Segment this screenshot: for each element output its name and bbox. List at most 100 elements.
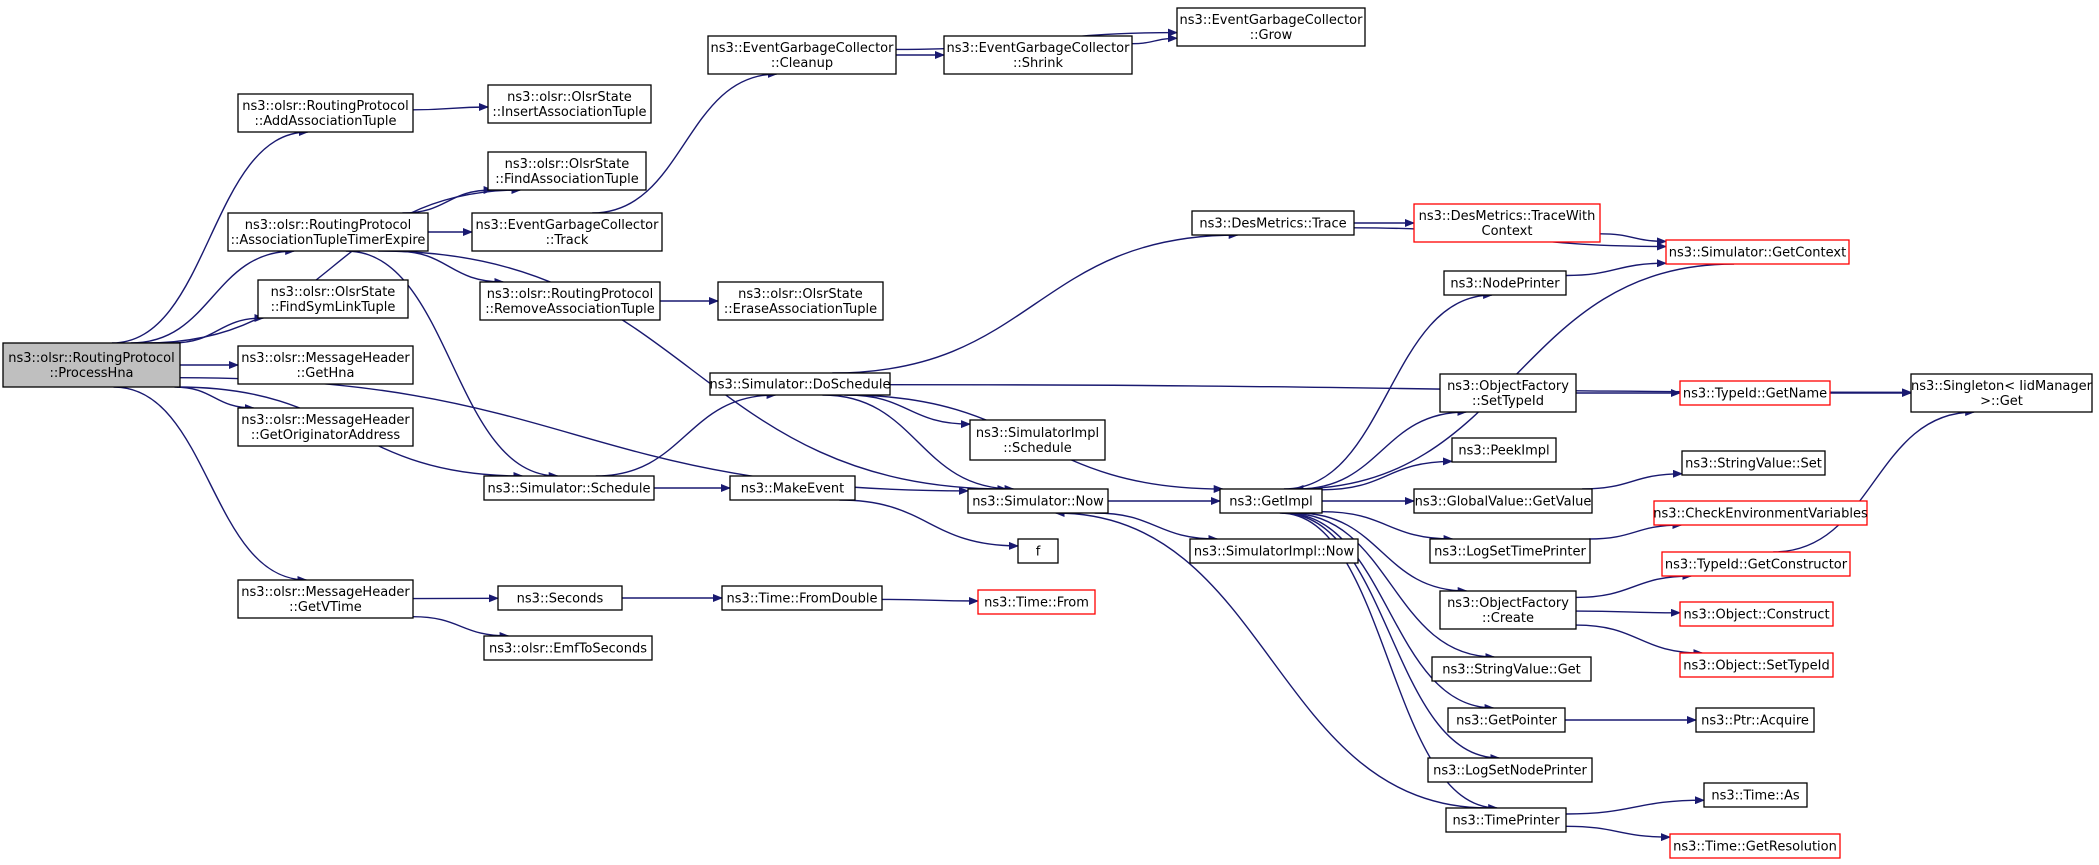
node-box	[1443, 270, 1567, 296]
node-egc-track[interactable]: ns3::EventGarbageCollector::Track	[471, 212, 663, 252]
node-label-line: ::RemoveAssociationTuple	[485, 302, 655, 317]
node-eraseassoc[interactable]: ns3::olsr::OlsrState::EraseAssociationTu…	[717, 281, 884, 321]
node-box	[497, 585, 623, 611]
node-label-line: ns3::olsr::RoutingProtocol	[8, 351, 175, 366]
node-object-settypeid[interactable]: ns3::Object::SetTypeId	[1679, 652, 1834, 678]
node-seconds[interactable]: ns3::Seconds	[497, 585, 623, 611]
node-box	[717, 281, 884, 321]
node-simimpl-schedule[interactable]: ns3::SimulatorImpl::Schedule	[969, 419, 1106, 461]
call-edge-timeprinter-to-time-getresolution	[1565, 825, 1671, 842]
call-edge-getimpl-to-peekimpl	[1321, 457, 1453, 491]
node-desmetrics-trace[interactable]: ns3::DesMetrics::Trace	[1191, 210, 1355, 236]
node-time-from[interactable]: ns3::Time::From	[977, 589, 1096, 615]
node-findassoc[interactable]: ns3::olsr::OlsrState::FindAssociationTup…	[487, 151, 647, 191]
node-box	[1681, 450, 1826, 476]
node-box	[257, 279, 409, 319]
call-edge-desmetrics-tracewith-to-sim-getcontext	[1599, 233, 1667, 246]
node-egc-cleanup[interactable]: ns3::EventGarbageCollector::Cleanup	[707, 35, 897, 75]
node-getorig[interactable]: ns3::olsr::MessageHeader::GetOriginatorA…	[237, 407, 414, 447]
node-box	[1431, 656, 1592, 682]
node-sim-getcontext[interactable]: ns3::Simulator::GetContext	[1665, 239, 1850, 265]
node-makeevent[interactable]: ns3::MakeEvent	[729, 475, 856, 501]
node-sim-schedule[interactable]: ns3::Simulator::Schedule	[483, 475, 655, 501]
node-label-line: ns3::EventGarbageCollector	[1180, 13, 1364, 28]
node-label-line: ns3::Object::SetTypeId	[1683, 659, 1829, 674]
node-egc-shrink[interactable]: ns3::EventGarbageCollector::Shrink	[943, 35, 1133, 75]
node-getimpl[interactable]: ns3::GetImpl	[1219, 488, 1323, 514]
node-stringvalue-set[interactable]: ns3::StringValue::Set	[1681, 450, 1826, 476]
node-egc-grow[interactable]: ns3::EventGarbageCollector::Grow	[1176, 7, 1366, 47]
node-stringvalue-get[interactable]: ns3::StringValue::Get	[1431, 656, 1592, 682]
node-typeid-getconstructor[interactable]: ns3::TypeId::GetConstructor	[1661, 551, 1851, 577]
node-logsettimeprinter[interactable]: ns3::LogSetTimePrinter	[1429, 538, 1591, 564]
node-box	[1176, 7, 1366, 47]
node-timeprinter[interactable]: ns3::TimePrinter	[1445, 807, 1567, 833]
call-edge-makeevent-to-f	[839, 499, 1019, 550]
node-box	[1439, 590, 1577, 630]
node-label-line: ::GetHna	[297, 366, 355, 381]
node-box	[1679, 652, 1834, 678]
node-label-line: ::Track	[546, 233, 589, 248]
call-edge-assoctimer-to-sim-now	[378, 250, 1008, 493]
node-getpointer[interactable]: ns3::GetPointer	[1447, 707, 1566, 733]
node-nodeprinter[interactable]: ns3::NodePrinter	[1443, 270, 1567, 296]
call-edge-typeid-getconstructor-to-singleton-get	[1773, 408, 1976, 553]
node-label-line: ns3::olsr::OlsrState	[738, 287, 863, 302]
node-findsymlink[interactable]: ns3::olsr::OlsrState::FindSymLinkTuple	[257, 279, 409, 319]
node-assoctimer[interactable]: ns3::olsr::RoutingProtocol::AssociationT…	[227, 212, 429, 252]
node-label-line: ::GetOriginatorAddress	[251, 428, 401, 443]
node-typeid-getname[interactable]: ns3::TypeId::GetName	[1679, 380, 1831, 406]
node-label-line: ns3::EventGarbageCollector	[947, 41, 1131, 56]
node-sim-now[interactable]: ns3::Simulator::Now	[967, 488, 1109, 514]
node-label-line: ns3::olsr::MessageHeader	[241, 585, 410, 600]
call-edge-processhna-to-findsymlink	[171, 314, 265, 344]
node-label-line: ns3::DesMetrics::Trace	[1199, 217, 1346, 232]
node-box	[471, 212, 663, 252]
node-label-line: ::Cleanup	[771, 56, 833, 71]
node-time-fromdouble[interactable]: ns3::Time::FromDouble	[721, 585, 883, 611]
node-sim-doschedule[interactable]: ns3::Simulator::DoSchedule	[709, 372, 891, 396]
node-processhna[interactable]: ns3::olsr::RoutingProtocol::ProcessHna	[2, 342, 181, 388]
node-of-settypeid[interactable]: ns3::ObjectFactory::SetTypeId	[1439, 373, 1577, 413]
node-ptr-acquire[interactable]: ns3::Ptr::Acquire	[1695, 707, 1815, 733]
node-globalvalue-getvalue[interactable]: ns3::GlobalValue::GetValue	[1413, 488, 1593, 514]
node-singleton-get[interactable]: ns3::Singleton< IidManager>::Get	[1910, 373, 2093, 413]
node-box	[1413, 203, 1601, 243]
node-label-line: ns3::Simulator::GetContext	[1669, 246, 1846, 261]
node-label-line: ns3::TypeId::GetConstructor	[1665, 558, 1848, 573]
node-box	[237, 579, 414, 619]
node-box	[721, 585, 883, 611]
node-box	[709, 372, 891, 396]
call-edge-sim-doschedule-to-simimpl-schedule	[846, 394, 971, 429]
call-edge-egc-track-to-egc-cleanup	[592, 70, 778, 214]
node-peekimpl[interactable]: ns3::PeekImpl	[1451, 437, 1557, 463]
node-object-construct[interactable]: ns3::Object::Construct	[1679, 601, 1834, 627]
node-simimpl-now[interactable]: ns3::SimulatorImpl::Now	[1189, 538, 1359, 564]
node-time-getresolution[interactable]: ns3::Time::GetResolution	[1669, 833, 1841, 859]
call-edge-getimpl-to-timeprinter	[1279, 512, 1499, 812]
node-emftoseconds[interactable]: ns3::olsr::EmfToSeconds	[483, 635, 653, 661]
node-checkenv[interactable]: ns3::CheckEnvironmentVariables	[1653, 500, 1868, 526]
node-box	[943, 35, 1133, 75]
node-addassoc[interactable]: ns3::olsr::RoutingProtocol::AddAssociati…	[237, 93, 414, 133]
node-box	[1695, 707, 1815, 733]
node-getvtime[interactable]: ns3::olsr::MessageHeader::GetVTime	[237, 579, 414, 619]
node-time-as[interactable]: ns3::Time::As	[1703, 782, 1808, 808]
node-gethna[interactable]: ns3::olsr::MessageHeader::GetHna	[237, 345, 414, 385]
call-edge-getimpl-to-stringvalue-get	[1288, 512, 1496, 661]
node-of-create[interactable]: ns3::ObjectFactory::Create	[1439, 590, 1577, 630]
node-logsetnodeprinter[interactable]: ns3::LogSetNodePrinter	[1427, 757, 1593, 783]
node-box	[1191, 210, 1355, 236]
node-insertassoc[interactable]: ns3::olsr::OlsrState::InsertAssociationT…	[487, 84, 652, 124]
node-removeassoc[interactable]: ns3::olsr::RoutingProtocol::RemoveAssoci…	[479, 281, 661, 321]
nodes-layer: ns3::olsr::RoutingProtocol::ProcessHnans…	[2, 7, 2093, 859]
call-edge-getimpl-to-nodeprinter	[1283, 291, 1494, 490]
node-label-line: ns3::Time::GetResolution	[1673, 840, 1837, 855]
node-f[interactable]: f	[1017, 538, 1059, 564]
node-label-line: ::Shrink	[1013, 56, 1063, 71]
call-edge-sim-now-to-simimpl-now	[1094, 512, 1219, 543]
node-label-line: ns3::Singleton< IidManager	[1911, 379, 2093, 394]
node-box	[1451, 437, 1557, 463]
call-edge-time-fromdouble-to-time-from	[881, 596, 979, 605]
